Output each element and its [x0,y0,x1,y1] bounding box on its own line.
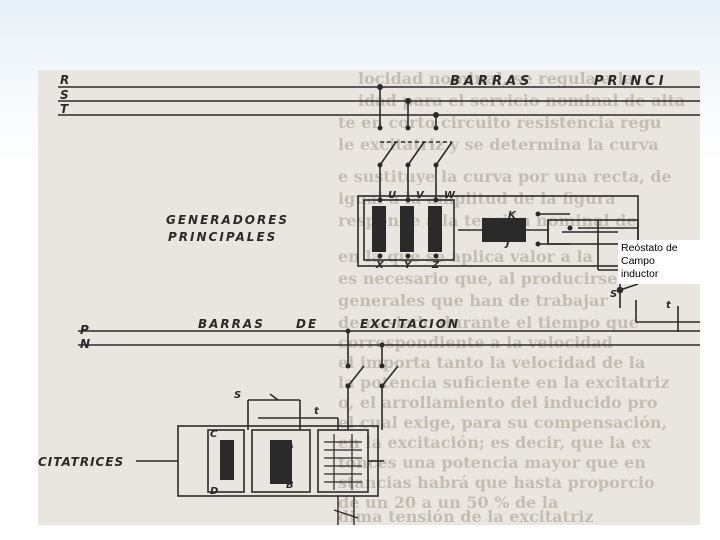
svg-text:o, el arrollamiento del induci: o, el arrollamiento del inducido pro [338,393,658,412]
svg-text:el cual exige, para su compens: el cual exige, para su compensación, [338,413,667,432]
exciter-terminal-d: D [210,486,218,497]
pole-label-p: P [80,323,89,337]
wiring-diagram: locidad nominal, se regula a la idad par… [38,70,700,525]
terminal-w: W [444,190,456,201]
svg-text:tonces una potencia mayor que: tonces una potencia mayor que en [338,453,646,472]
exciters-label: CITATRICES [38,455,124,469]
main-switch [379,87,453,200]
svg-text:en la excitación; es decir, qu: en la excitación; es decir, que la ex [338,433,651,452]
phase-label-t: T [60,102,69,116]
svg-text:locidad nominal, se regula a l: locidad nominal, se regula a la [358,70,634,88]
generators-label-line-2: PRINCIPALES [168,230,277,244]
terminal-y: Y [404,260,413,271]
svg-text:generales que han de trabajar: generales que han de trabajar [338,291,608,310]
svg-text:e sustituye la curva por una r: e sustituye la curva por una recta, de [338,167,672,186]
svg-text:es necesario que, al producirs: es necesario que, al producirse [338,269,617,288]
excitation-busbars [78,330,700,346]
excitation-busbar-label-1: BARRAS [198,317,265,331]
field-fuse-label: t [666,300,672,311]
exciter-frame [177,393,384,497]
phase-label-r: R [60,73,69,87]
svg-text:el importa tanto la velocidad: el importa tanto la velocidad de la [338,353,645,372]
generators-label-line-1: GENERADORES [166,213,289,227]
scanned-diagram: locidad nominal, se regula a la idad par… [38,70,700,525]
generator-terminal-nodes [377,197,439,259]
busbar-main-label-1: BARRAS [450,74,533,89]
phase-label-s: S [60,88,69,102]
exciter-rotor [324,434,362,490]
generator-field [458,213,700,323]
exciter-terminal-b: B [286,480,294,491]
exciter-fuse-label: t [314,406,320,417]
exciter-terminal-c: C [210,429,218,440]
svg-text:de un 20 a un 50 % de la: de un 20 a un 50 % de la [338,493,558,512]
svg-text:dima tensión de la excitatriz: dima tensión de la excitatriz [338,507,594,525]
generator-windings [372,206,442,252]
field-terminal-k: K [508,210,517,221]
terminal-u: U [388,190,396,201]
svg-text:stancias habrá que hasta propo: stancias habrá que hasta proporcio [338,473,655,492]
terminal-z: Z [431,260,440,271]
switch-contact-nodes [377,162,439,168]
field-switch-label: S [610,289,617,300]
exciter-armature [270,440,292,484]
rheostat-callout: Reóstato de Campo inductor [618,240,700,284]
svg-text:correspondiente a la velocidad: correspondiente a la velocidad [338,333,613,352]
field-switch [616,283,679,332]
exciter-terminal-a: A [285,440,294,451]
exciter-switch-label: S [234,390,241,401]
pole-label-n: N [80,337,90,351]
svg-text:le excitatriz y se determina l: le excitatriz y se determina la curva [338,135,659,154]
field-terminal-nodes [535,211,573,247]
svg-text:te en corto circuito resistenc: te en corto circuito resistencia regu [338,113,662,132]
bleed-through-text: locidad nominal, se regula a la idad par… [338,70,685,525]
svg-text:la potencia suficiente en la e: la potencia suficiente en la excitatriz [338,373,670,392]
terminal-v: V [416,190,425,201]
field-winding [482,218,526,242]
svg-text:demasiado durante el tiempo qu: demasiado durante el tiempo que [338,313,639,332]
busbar-main-label-2: PRINCI [594,74,668,89]
field-terminal-j: J [504,238,510,249]
excitation-busbar-label-2: DE [296,317,318,331]
exciter-field-winding [220,440,234,480]
exciter-switch [347,331,399,430]
drive-shaft [333,496,359,525]
excitation-busbar-label-3: EXCITACION [360,317,460,331]
terminal-x: X [375,260,385,271]
exciter-switch-nodes [345,328,385,389]
